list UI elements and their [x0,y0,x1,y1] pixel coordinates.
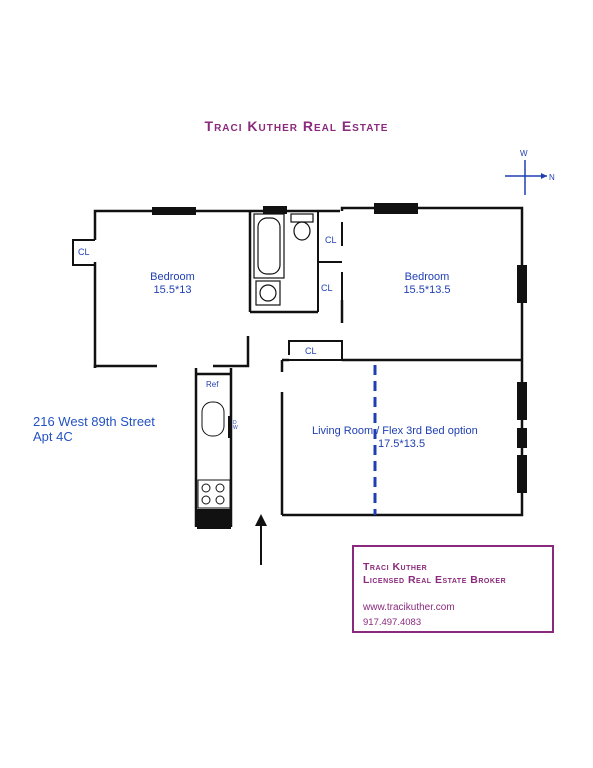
window [263,206,287,214]
address-line2: Apt 4C [33,429,73,444]
closet-label: CL [325,235,337,245]
living-room-size: 17.5*13.5 [378,438,426,450]
window [517,382,527,420]
living-room-label: Living Room / Flex 3rd Bed option 17.5*1… [312,425,497,451]
page-title: Traci Kuther Real Estate [204,118,389,134]
right-bedroom-label: Bedroom 15.5*13.5 [392,271,462,297]
dishwasher-label: DW [233,420,238,431]
broker-card: Traci Kuther Licensed Real Estate Broker… [352,545,554,633]
kitchen-sink-icon [201,401,225,437]
right-bedroom-size: 15.5*13.5 [403,284,451,296]
living-room-name: Living Room / Flex 3rd Bed option [312,425,478,437]
toilet-icon [290,213,314,241]
left-bedroom-size: 15.5*13 [153,284,192,296]
closet-label: CL [305,346,317,356]
compass-north-label: N [549,173,555,182]
closet-label: CL [78,247,90,257]
compass-icon [505,160,547,195]
broker-website-link[interactable]: www.tracikuther.com [363,602,455,613]
broker-name-block: Traci Kuther Licensed Real Estate Broker [363,561,506,587]
broker-phone: 917.497.4083 [363,617,422,628]
address: 216 West 89th Street Apt 4C [33,414,155,444]
window [517,428,527,448]
compass-west-label: W [520,149,528,158]
kitchen-walls [194,368,233,527]
broker-title: Licensed Real Estate Broker [363,574,507,586]
left-bedroom-name: Bedroom [150,271,195,283]
refrigerator-label: Ref [206,380,219,389]
counter [197,509,231,529]
stove-icon [197,479,231,509]
window [517,265,527,303]
entry-arrow-icon [255,514,267,565]
window [374,203,418,214]
broker-name: Traci Kuther [363,561,428,573]
window [517,455,527,493]
window [152,207,196,215]
living-closet-walls [288,340,343,361]
bathtub-icon [253,213,285,279]
closet-label: CL [321,283,333,293]
dishwasher-marker [228,416,232,438]
left-bedroom-walls [93,209,252,368]
address-line1: 216 West 89th Street [33,414,155,429]
sink-icon [255,280,281,306]
right-bedroom-name: Bedroom [404,271,450,283]
left-closet-walls [72,239,95,266]
hall-closet-walls [317,211,343,312]
left-bedroom-label: Bedroom 15.5*13 [130,271,215,297]
